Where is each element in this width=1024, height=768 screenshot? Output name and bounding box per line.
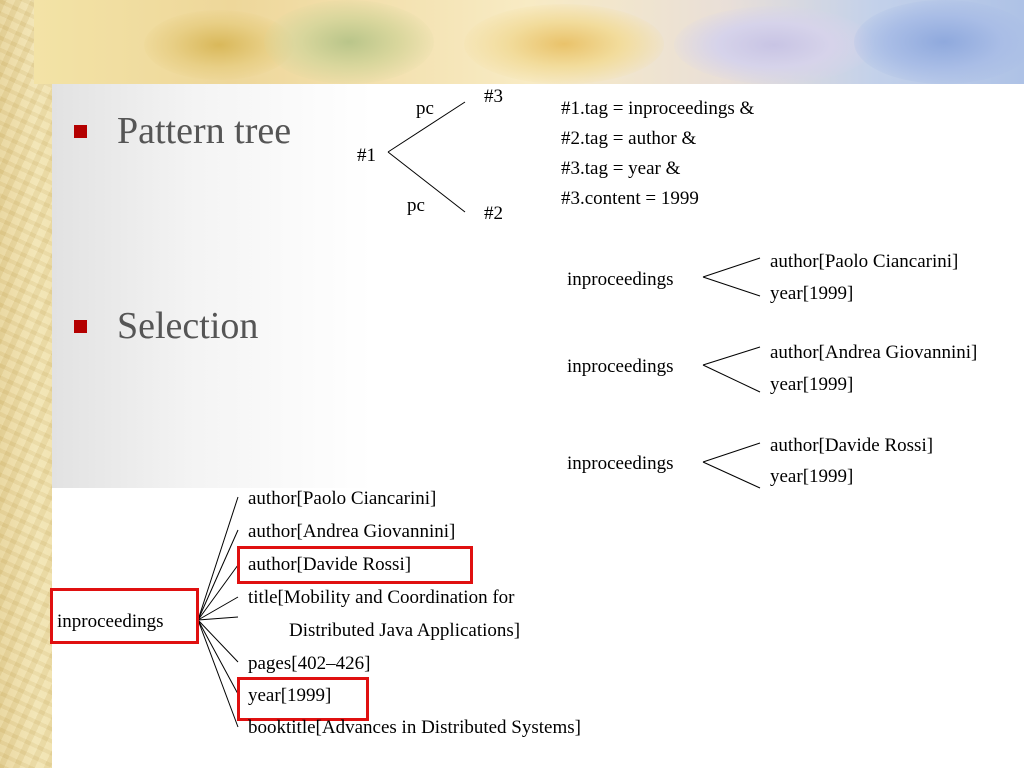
pattern-root-node: #1: [357, 145, 376, 166]
record-child-continued: Distributed Java Applications]: [289, 620, 521, 641]
pattern-edge-label-bottom: pc: [407, 195, 425, 216]
record-child: pages[402–426]: [248, 653, 371, 674]
record-child: author[Paolo Ciancarini]: [248, 488, 437, 509]
bullet-selection: Selection: [74, 307, 258, 345]
selection-year: year[1999]: [770, 283, 854, 304]
highlight-year-box: [237, 677, 369, 721]
pattern-node-2: #2: [484, 203, 503, 224]
selection-root: inproceedings: [567, 269, 674, 290]
selection-author: author[Paolo Ciancarini]: [770, 251, 959, 272]
record-child: year[1999]: [248, 685, 332, 706]
bullet-square-icon: [74, 124, 87, 138]
record-child: booktitle[Advances in Distributed System…: [248, 717, 581, 738]
pattern-condition: #3.content = 1999: [561, 188, 699, 209]
record-child: author[Andrea Giovannini]: [248, 521, 456, 542]
bullet-square-icon: [74, 319, 87, 333]
pattern-condition: #2.tag = author &: [561, 128, 697, 149]
bullet-text: Selection: [117, 305, 259, 347]
pattern-condition: #1.tag = inproceedings &: [561, 98, 755, 119]
selection-author: author[Davide Rossi]: [770, 435, 934, 456]
banner-leaf-art: [264, 0, 434, 84]
bullet-text: Pattern tree: [117, 110, 292, 152]
record-root: inproceedings: [57, 611, 164, 632]
banner-leaf-art: [674, 6, 874, 84]
highlight-author-box: [237, 546, 473, 584]
banner-leaf-art: [464, 4, 664, 84]
banner-leaf-art: [854, 0, 1024, 84]
selection-root: inproceedings: [567, 453, 674, 474]
selection-root: inproceedings: [567, 356, 674, 377]
banner-divider: [52, 84, 1024, 88]
selection-year: year[1999]: [770, 466, 854, 487]
pattern-condition: #3.tag = year &: [561, 158, 681, 179]
record-child: author[Davide Rossi]: [248, 554, 412, 575]
decorative-top-banner: [34, 0, 1024, 84]
decorative-left-strip: [0, 0, 52, 768]
highlight-root-box: [50, 588, 199, 644]
record-child: title[Mobility and Coordination for: [248, 587, 515, 608]
pattern-node-3: #3: [484, 86, 503, 107]
content-shade: [52, 84, 372, 488]
bullet-pattern-tree: Pattern tree: [74, 112, 291, 150]
pattern-edge-label-top: pc: [416, 98, 434, 119]
selection-author: author[Andrea Giovannini]: [770, 342, 978, 363]
selection-year: year[1999]: [770, 374, 854, 395]
